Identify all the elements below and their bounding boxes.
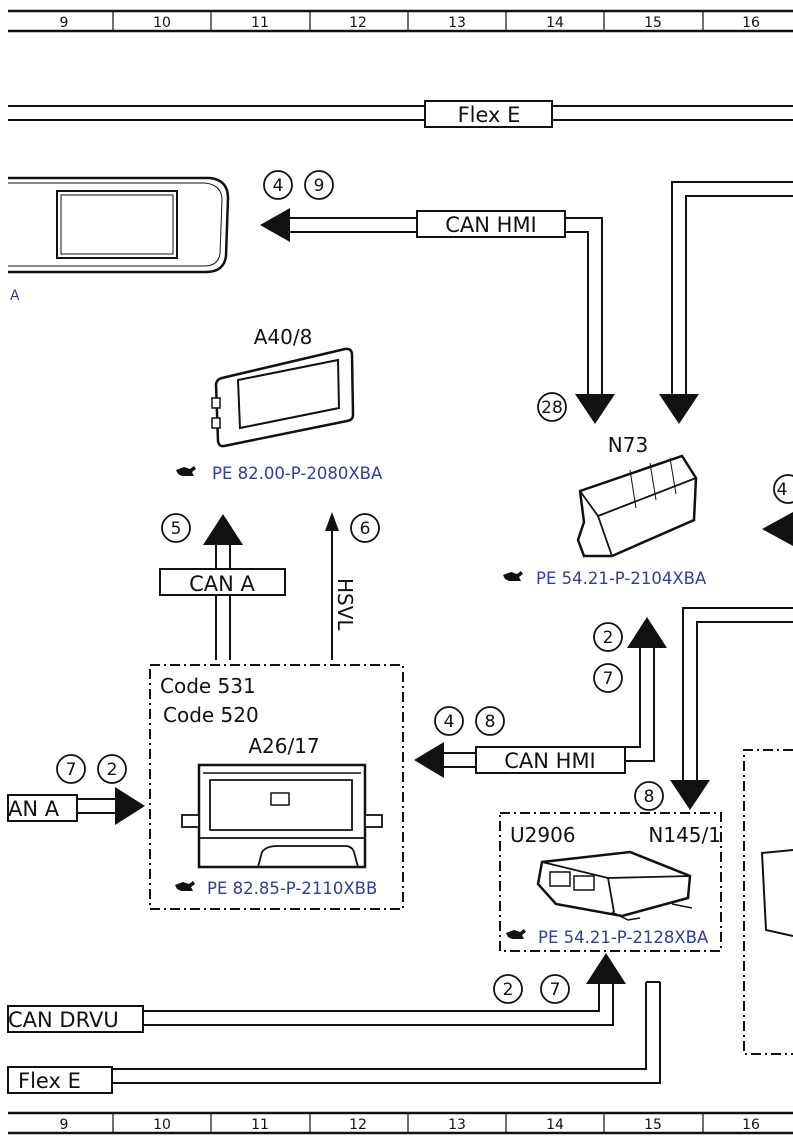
marker-5: 5 <box>161 513 191 543</box>
can-a-left-bus: AN A <box>7 787 145 825</box>
svg-text:8: 8 <box>644 787 655 807</box>
ruler-col-11: 11 <box>251 15 269 31</box>
can-hmi-top-bus: CAN HMI <box>260 208 615 424</box>
a26-17-reference-link[interactable]: PE 82.85-P-2110XBB <box>207 879 377 898</box>
marker-8-right: 8 <box>634 781 664 811</box>
ruler-bottom-col-10: 10 <box>153 1117 171 1133</box>
flex-e-bottom-label: Flex E <box>18 1069 81 1093</box>
svg-text:7: 7 <box>603 669 614 689</box>
ruler-bottom-col-9: 9 <box>60 1117 69 1133</box>
u2906-label: U2906 <box>510 823 576 847</box>
pointing-hand-icon <box>176 466 196 476</box>
marker-7-left: 7 <box>56 754 86 784</box>
svg-text:8: 8 <box>485 712 496 732</box>
svg-text:2: 2 <box>603 628 614 648</box>
flex-e-top-label: Flex E <box>458 103 521 127</box>
svg-text:2: 2 <box>107 760 118 780</box>
svg-text:6: 6 <box>360 519 371 539</box>
svg-text:9: 9 <box>314 176 325 196</box>
marker-2-bottom: 2 <box>493 974 523 1004</box>
svg-text:5: 5 <box>171 519 182 539</box>
can-drvu-bus: CAN DRVU <box>7 953 626 1033</box>
ruler-bottom-col-16: 16 <box>742 1117 760 1133</box>
can-drvu-label: CAN DRVU <box>8 1008 119 1032</box>
ruler-col-16: 16 <box>742 15 760 31</box>
a40-8-component: A40/8 PE 82.00-P-2080XBA <box>176 325 383 483</box>
ruler-col-13: 13 <box>448 15 466 31</box>
hsvl-label: HSVL <box>333 578 357 631</box>
can-hmi-top-label: CAN HMI <box>445 213 537 237</box>
svg-text:7: 7 <box>550 980 561 1000</box>
marker-4-top: 4 <box>263 170 293 200</box>
n145-1-reference-link[interactable]: PE 54.21-P-2128XBA <box>538 928 709 947</box>
marker-6: 6 <box>350 513 380 543</box>
pointing-hand-icon <box>506 929 526 939</box>
ruler-bottom-col-15: 15 <box>644 1117 662 1133</box>
pointing-hand-icon <box>503 571 523 581</box>
right-edge-component-box <box>743 749 793 1055</box>
can-a-left-label: AN A <box>8 797 60 821</box>
marker-9-top: 9 <box>304 170 334 200</box>
pointing-hand-icon <box>175 881 195 891</box>
n73-reference-link[interactable]: PE 54.21-P-2104XBA <box>536 569 707 588</box>
marker-28: 28 <box>537 392 567 422</box>
can-hmi-mid-label: CAN HMI <box>504 749 596 773</box>
cut-off-reference: A <box>10 288 20 304</box>
svg-text:4: 4 <box>444 712 455 732</box>
ruler-col-15: 15 <box>644 15 662 31</box>
can-hmi-mid-bus: CAN HMI <box>414 617 667 778</box>
svg-text:4: 4 <box>273 176 284 196</box>
svg-text:2: 2 <box>503 980 514 1000</box>
ruler-bottom-col-14: 14 <box>546 1117 564 1133</box>
top-ruler: 9 10 11 12 13 14 15 16 <box>8 9 793 33</box>
marker-4-mid: 4 <box>434 706 464 736</box>
code-520-label: Code 520 <box>163 703 259 727</box>
ruler-bottom-col-11: 11 <box>251 1117 269 1133</box>
code-531-label: Code 531 <box>160 674 256 698</box>
svg-text:28: 28 <box>541 398 563 418</box>
n145-1-label: N145/1 <box>648 823 721 847</box>
n145-1-component: U2906 N145/1 PE 54.21-P-2128XBA <box>499 812 722 952</box>
a26-17-component: Code 531 Code 520 A26/17 PE 82.85-P-2110… <box>149 664 404 910</box>
a26-17-label: A26/17 <box>248 734 319 758</box>
ruler-col-12: 12 <box>349 15 367 31</box>
ruler-bottom-col-12: 12 <box>349 1117 367 1133</box>
ruler-col-10: 10 <box>153 15 171 31</box>
ruler-col-9: 9 <box>60 15 69 31</box>
svg-text:7: 7 <box>66 760 77 780</box>
svg-text:4: 4 <box>777 480 788 500</box>
right-bus-to-n145 <box>670 607 793 810</box>
flex-e-bottom-bus: Flex E <box>7 981 661 1094</box>
can-a-mid-label: CAN A <box>189 572 255 596</box>
marker-2-right: 2 <box>593 622 623 652</box>
marker-2-left: 2 <box>97 754 127 784</box>
flex-e-top-bus: Flex E <box>8 100 793 128</box>
right-bus-to-n73 <box>659 181 793 424</box>
a40-8-reference-link[interactable]: PE 82.00-P-2080XBA <box>212 464 383 483</box>
hsvl-line: HSVL <box>325 512 357 660</box>
n73-label: N73 <box>608 433 648 457</box>
a40-8-label: A40/8 <box>254 325 313 349</box>
marker-8-mid: 8 <box>475 706 505 736</box>
n73-component: N73 PE 54.21-P-2104XBA <box>503 433 707 588</box>
marker-7-right: 7 <box>593 663 623 693</box>
display-unit-image: A <box>8 176 230 304</box>
marker-4-right-edge: 4 <box>762 474 793 546</box>
can-a-mid-bus: CAN A <box>159 514 286 660</box>
ruler-bottom-col-13: 13 <box>448 1117 466 1133</box>
ruler-col-14: 14 <box>546 15 564 31</box>
marker-7-bottom: 7 <box>540 974 570 1004</box>
bottom-ruler: 9 10 11 12 13 14 15 16 <box>8 1111 793 1135</box>
